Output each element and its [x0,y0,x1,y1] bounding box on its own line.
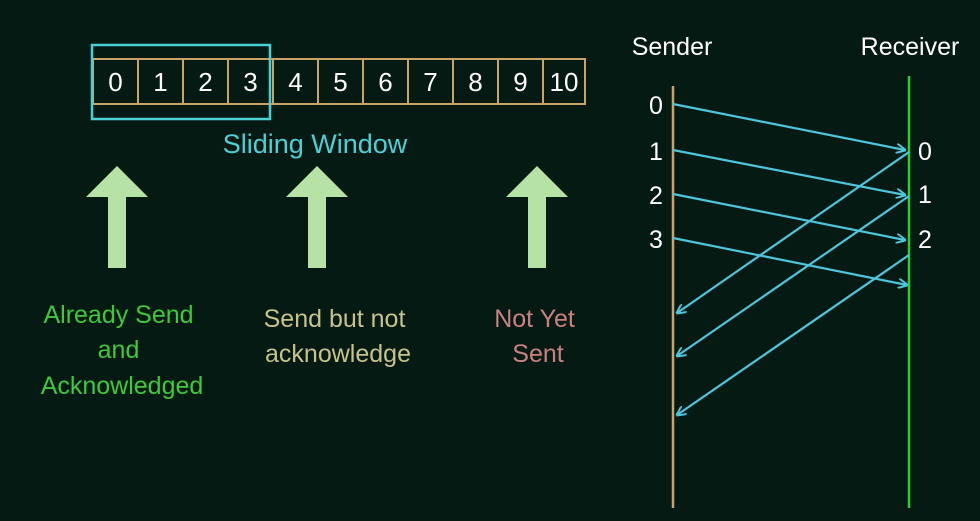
frame-cell: 4 [272,58,319,105]
data-frame-arrow [672,236,907,285]
frame-cell: 3 [227,58,274,105]
frame-number: 3 [243,67,257,97]
frame-cell: 5 [317,58,364,105]
receiver-seq-number: 2 [918,226,932,254]
category-label-not-sent: Not Yet Sent [494,305,582,368]
frame-number: 5 [333,67,347,97]
frame-cell: 8 [452,58,499,105]
data-frame-arrow [672,102,905,150]
up-arrow-icon [286,166,348,268]
receiver-title: Receiver [861,33,960,61]
data-frame-arrow [672,192,905,240]
frame-cell: 6 [362,58,409,105]
frame-number: 8 [468,67,482,97]
frame-cell: 9 [497,58,544,105]
sender-seq-number: 1 [649,138,663,166]
frame-number: 9 [513,67,527,97]
ack-arrow [677,195,910,356]
sender-seq-number: 2 [649,182,663,210]
frame-number: 10 [550,67,579,97]
frame-number: 6 [378,67,392,97]
frame-cell: 10 [542,58,586,105]
frame-cell: 1 [137,58,184,105]
sender-seq-number: 0 [649,92,663,120]
frame-number: 0 [108,67,122,97]
category-label-unacknowledged: Send but not acknowledge [264,305,413,368]
frame-strip: 0 1 2 3 4 5 6 7 [92,58,586,105]
receiver-seq-number: 1 [918,181,932,209]
frame-number: 2 [198,67,212,97]
frame-cell: 7 [407,58,454,105]
sliding-window-label: Sliding Window [223,129,408,159]
ack-arrow [677,254,910,415]
frame-number: 1 [153,67,167,97]
up-arrow-icon [86,166,148,268]
up-arrow-icon [506,166,568,268]
frame-cell: 2 [182,58,229,105]
receiver-seq-number: 0 [918,138,932,166]
sender-title: Sender [632,33,713,61]
frame-number: 7 [423,67,437,97]
ack-arrow [677,151,910,313]
frame-cell: 0 [92,58,139,105]
data-frame-arrow [672,148,905,195]
sender-seq-number: 3 [649,226,663,254]
sliding-window-box [90,43,272,121]
frame-number: 4 [288,67,302,97]
category-label-acknowledged: Already Send and Acknowledged [41,301,204,400]
